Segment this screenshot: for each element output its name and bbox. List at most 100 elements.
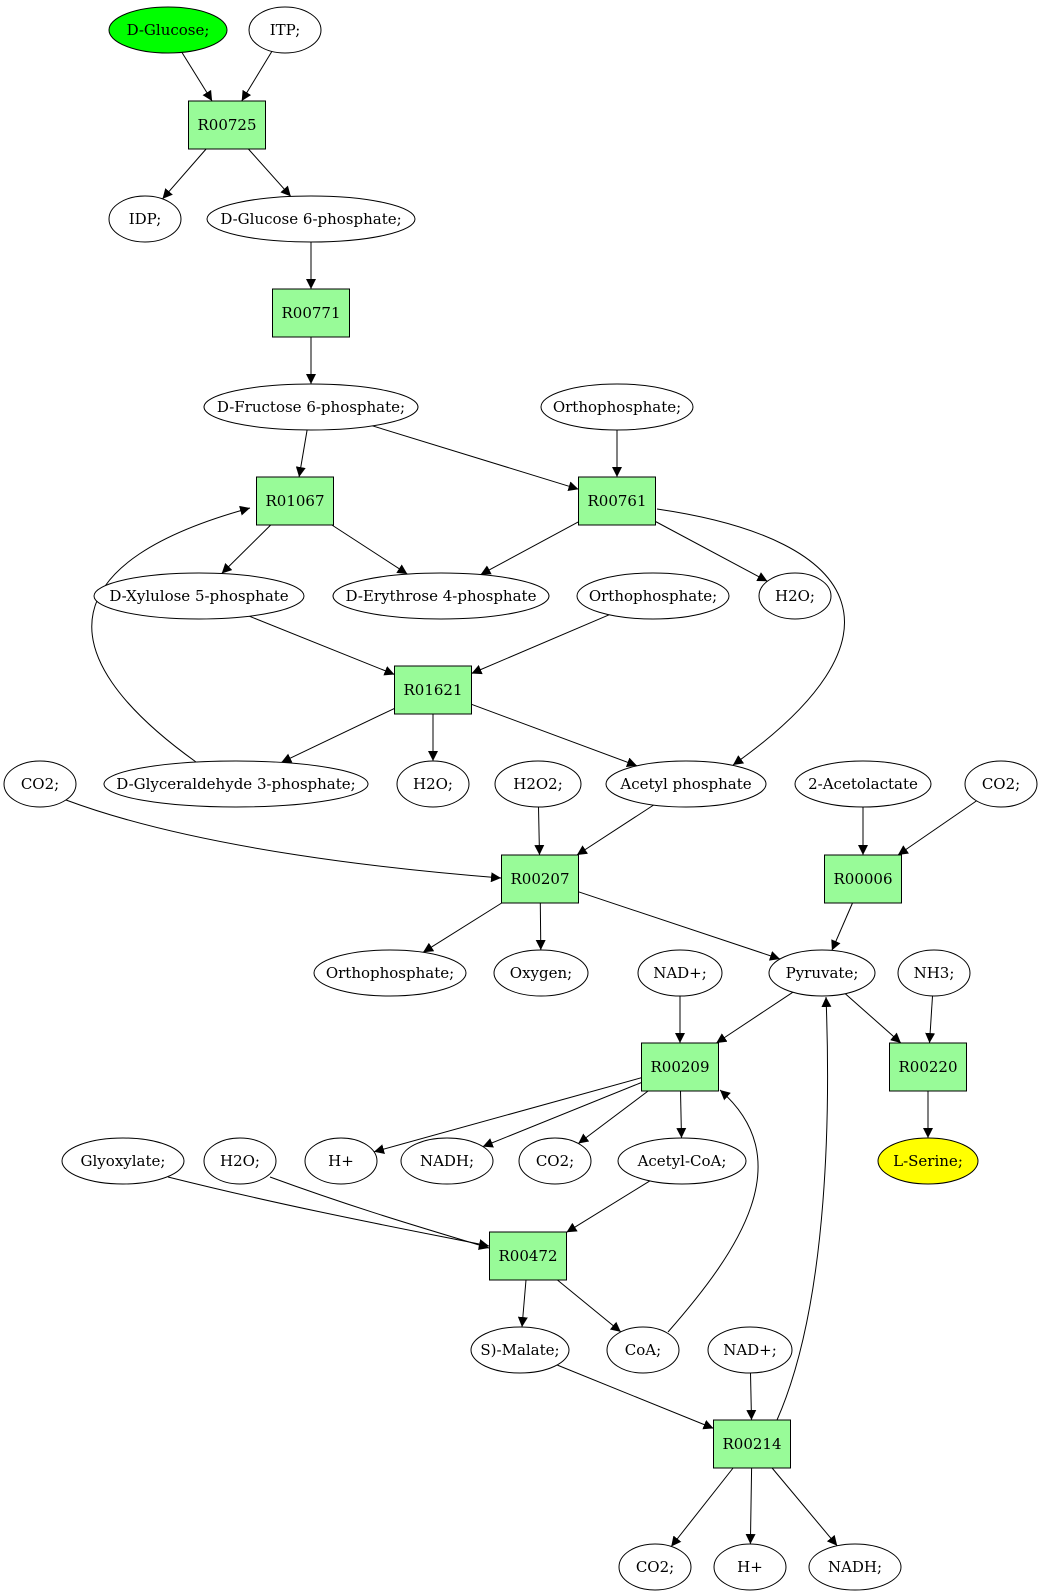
edge-r01067-to-e4p xyxy=(331,524,408,575)
node-label: H2O2; xyxy=(513,775,563,793)
node-label: R00761 xyxy=(587,492,646,510)
edge-r00207-to-o2 xyxy=(535,902,546,951)
compound-ellipse xyxy=(61,1137,185,1185)
edge-malate-to-r00214 xyxy=(556,1364,714,1430)
compound-ellipse xyxy=(877,1137,979,1185)
reaction-node-r01621: R01621 xyxy=(394,665,472,715)
node-label: R00214 xyxy=(722,1435,781,1453)
compound-ellipse xyxy=(540,383,694,431)
compound-ellipse xyxy=(400,1137,494,1185)
edge-r00472-to-coa xyxy=(557,1279,622,1333)
node-label: H2O; xyxy=(220,1152,260,1170)
edge-f6p-to-r00761 xyxy=(372,425,579,492)
compound-ellipse xyxy=(332,572,550,620)
compound-node-nadh1: NADH; xyxy=(400,1137,494,1185)
node-label: NH3; xyxy=(914,964,955,982)
edge-r00214-to-co2d xyxy=(670,1467,734,1547)
compound-ellipse xyxy=(108,195,182,243)
node-label: Acetyl-CoA; xyxy=(637,1152,727,1170)
reaction-box xyxy=(501,854,579,904)
compound-ellipse xyxy=(493,949,589,997)
node-label: H+ xyxy=(737,1558,763,1576)
reaction-node-r00220: R00220 xyxy=(889,1042,967,1092)
edge-r00207-to-pi3 xyxy=(422,902,502,953)
edge-r00214-to-hplus2 xyxy=(745,1467,756,1545)
compound-node-h2o2: H2O; xyxy=(396,760,470,808)
edge-itp-to-r00725 xyxy=(241,51,273,102)
compound-node-nadh2: NADH; xyxy=(808,1543,902,1591)
node-label: NADH; xyxy=(828,1558,882,1576)
edges-layer xyxy=(65,51,977,1547)
edge-r00209-to-hplus1 xyxy=(373,1077,642,1154)
node-label: Orthophosphate; xyxy=(553,398,681,416)
reaction-node-r01067: R01067 xyxy=(256,476,334,526)
edge-g3p-to-r01067 xyxy=(91,505,251,763)
compound-node-itp: ITP; xyxy=(248,6,322,54)
compound-node-hplus1: H+ xyxy=(304,1137,378,1185)
node-label: Oxygen; xyxy=(510,964,572,982)
compound-node-acp: Acetyl phosphate xyxy=(605,760,767,808)
compound-ellipse xyxy=(3,760,77,808)
node-label: L-Serine; xyxy=(893,1152,963,1170)
edge-nh3-to-r00220 xyxy=(925,995,936,1044)
node-label: ITP; xyxy=(270,21,301,39)
compound-node-pi1: Orthophosphate; xyxy=(540,383,694,431)
node-label: D-Glucose; xyxy=(127,21,210,39)
edge-coa-to-r00209 xyxy=(667,1089,759,1333)
node-label: R00209 xyxy=(650,1058,709,1076)
compound-ellipse xyxy=(203,1137,277,1185)
node-label: H2O; xyxy=(775,587,815,605)
edge-r00209-to-nadh1 xyxy=(482,1082,642,1148)
reaction-box xyxy=(824,854,902,904)
reaction-box xyxy=(394,665,472,715)
compound-ellipse xyxy=(206,195,416,243)
compound-ellipse xyxy=(108,6,228,54)
node-label: H+ xyxy=(328,1152,354,1170)
edge-h2o2x-to-r00207 xyxy=(534,806,545,856)
compound-node-x5p: D-Xylulose 5-phosphate xyxy=(93,572,305,620)
compound-ellipse xyxy=(396,760,470,808)
edge-f6p-to-r01067 xyxy=(295,429,308,478)
compound-node-acl: 2-Acetolactate xyxy=(794,760,932,808)
compound-node-pi3: Orthophosphate; xyxy=(313,949,467,997)
node-label: CO2; xyxy=(982,775,1020,793)
compound-ellipse xyxy=(605,760,767,808)
compound-ellipse xyxy=(794,760,932,808)
compound-node-glucose: D-Glucose; xyxy=(108,6,228,54)
edge-r00761-to-h2o1 xyxy=(655,521,768,582)
compound-ellipse xyxy=(518,1137,592,1185)
node-label: R00725 xyxy=(197,116,256,134)
edge-r00761-to-e4p xyxy=(480,521,579,576)
node-label: D-Erythrose 4-phosphate xyxy=(346,587,537,605)
node-label: NAD+; xyxy=(653,964,707,982)
node-label: R00220 xyxy=(898,1058,957,1076)
compound-ellipse xyxy=(707,1326,793,1374)
reaction-node-r00725: R00725 xyxy=(188,100,266,150)
compound-ellipse xyxy=(768,949,876,997)
node-label: D-Fructose 6-phosphate; xyxy=(217,398,405,416)
compound-ellipse xyxy=(203,383,419,431)
compound-ellipse xyxy=(897,949,971,997)
compound-node-co2c: CO2; xyxy=(518,1137,592,1185)
node-label: CO2; xyxy=(536,1152,574,1170)
compound-node-accoa: Acetyl-CoA; xyxy=(617,1137,747,1185)
edge-r00006-to-pyr xyxy=(831,902,853,951)
edge-r00209-to-co2c xyxy=(577,1090,649,1144)
reaction-box xyxy=(256,476,334,526)
edge-r00725-to-g6p xyxy=(248,148,292,197)
edge-nad2-to-r00214 xyxy=(746,1372,757,1421)
reaction-box xyxy=(889,1042,967,1092)
compound-node-o2: Oxygen; xyxy=(493,949,589,997)
edge-pi2-to-r01621 xyxy=(471,614,610,675)
node-label: R01067 xyxy=(265,492,324,510)
edge-r00209-to-accoa xyxy=(676,1090,687,1139)
edge-glucose-to-r00725 xyxy=(181,52,213,102)
compound-node-e4p: D-Erythrose 4-phosphate xyxy=(332,572,550,620)
compound-node-nad2: NAD+; xyxy=(707,1326,793,1374)
node-label: CO2; xyxy=(636,1558,674,1576)
compound-node-h2o2x: H2O2; xyxy=(494,760,582,808)
node-label: Orthophosphate; xyxy=(589,587,717,605)
compound-node-pyr: Pyruvate; xyxy=(768,949,876,997)
